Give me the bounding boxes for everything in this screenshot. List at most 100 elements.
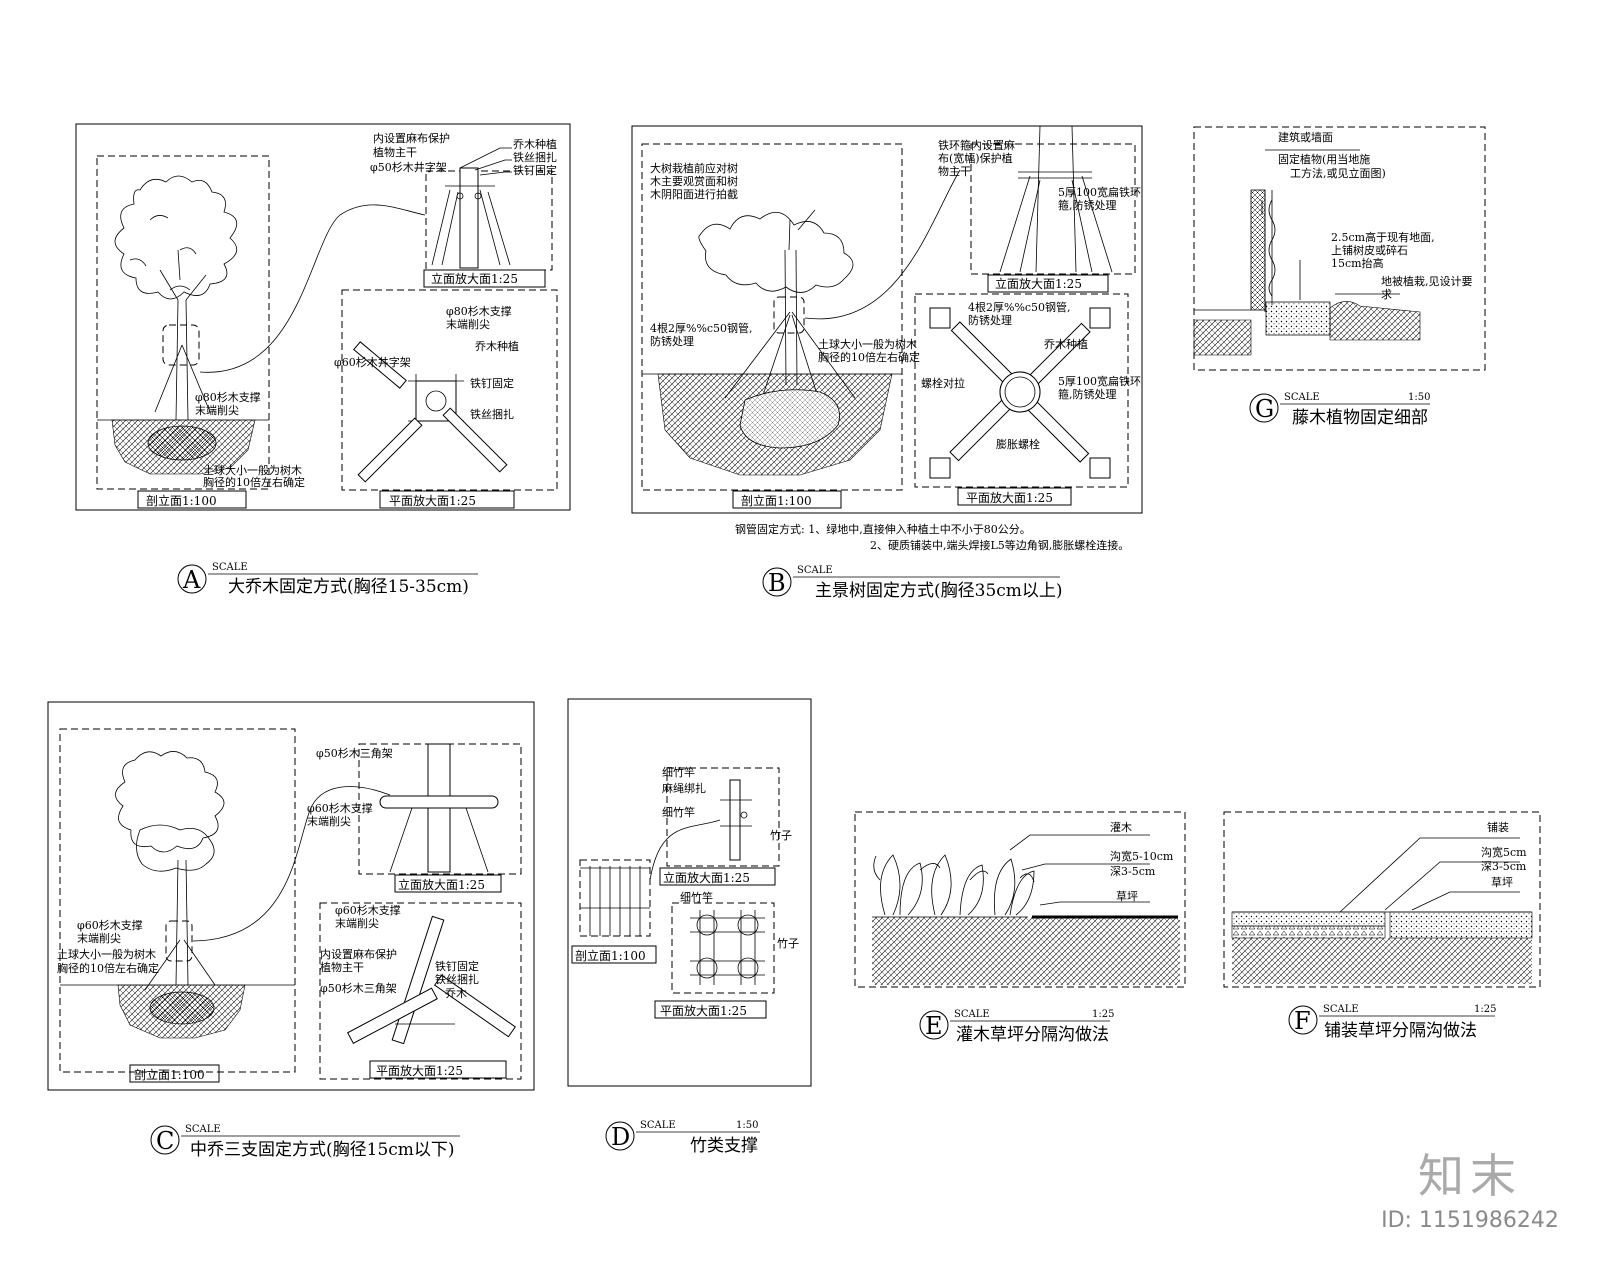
label-root-ball-2: 胸径的10倍左右确定 (57, 961, 159, 975)
label-bamboo: 竹子 (770, 828, 792, 842)
label-nail: 铁钉固定 (435, 959, 479, 973)
tree-canopy-icon (115, 751, 225, 872)
panel-f-title: F SCALE 1:25 铺装草坪分隔沟做法 (1288, 1004, 1496, 1041)
label-plan-support: φ80杉木支撑 (446, 304, 512, 318)
panel-c-section: φ60杉木支撑 末端削尖 土球大小一般为树木 胸径的10倍左右确定 剖立面1:1… (57, 728, 296, 1083)
detail-callout (773, 296, 805, 334)
panel-b-title: B SCALE 主景树固定方式(胸径35cm以上) (762, 565, 1063, 601)
scale-ratio: 1:25 (1474, 1004, 1496, 1015)
panel-b-plan: 4根2厚%%c50钢管, 防锈处理 乔木种植 螺栓对拉 5厚100宽扁铁环 箍,… (914, 293, 1141, 506)
label-pole: 细竹竿 (662, 765, 695, 779)
label-plan-pole: 细竹竿 (680, 890, 713, 904)
label-root-ball-2: 胸径的10倍左右确定 (203, 475, 305, 489)
label-pipe: 4根2厚%%c50钢管, (650, 321, 753, 335)
label-raise-3: 15cm抬高 (1331, 256, 1384, 270)
label-plan-nail: 铁钉固定 (470, 376, 514, 390)
label-fix: 固定植物(用当地施 (1278, 152, 1370, 166)
scale-word: SCALE (640, 1120, 676, 1131)
elevation-scale-label: 立面放大面1:25 (431, 271, 518, 286)
label-plan-hoop: 5厚100宽扁铁环 (1058, 374, 1141, 388)
brand-id: ID: 1151986242 (1381, 1208, 1559, 1233)
panel-a-elevation: 内设置麻布保护 植物主干 φ50杉木井字架 乔木种植 铁丝捆扎 铁钉固定 立面放… (370, 131, 557, 288)
section-scale-label: 剖立面1:100 (741, 493, 812, 508)
scale-ratio: 1:25 (1092, 1009, 1114, 1020)
panel-d-elevation: 细竹竿 麻绳绑扎 细竹竿 竹子 立面放大面1:25 (659, 765, 792, 886)
panel-g: 建筑或墙面 固定植物(用当地施 工方法,或见立面图) 2.5cm高于现有地面, … (1193, 126, 1486, 428)
panel-d-section: 剖立面1:100 (571, 859, 657, 964)
label-plan-tree: 乔木种植 (475, 339, 519, 353)
label-pole-2: 细竹竿 (662, 805, 695, 819)
section-scale-label: 剖立面1:100 (575, 948, 646, 963)
label-hoop-2: 箍,防锈处理 (1058, 198, 1117, 212)
label-support-tip: 末端削尖 (195, 403, 239, 417)
label-prune: 大树栽植前应对树 (650, 161, 738, 175)
panel-b: 大树栽植前应对树 木主要观赏面和树 木阴阳面进行拍截 4根2厚%%c50钢管, … (631, 125, 1143, 601)
label-support-elev-2: 末端削尖 (307, 814, 351, 828)
scale-word: SCALE (1323, 1004, 1359, 1015)
brand-watermark: 知末 ID: 1151986242 (1380, 1140, 1560, 1233)
panel-b-section: 大树栽植前应对树 木主要观赏面和树 木阴阳面进行拍截 4根2厚%%c50钢管, … (641, 143, 920, 509)
panel-letter: E (925, 1012, 943, 1040)
panel-a-title: A SCALE 大乔木固定方式(胸径15-35cm) (177, 562, 478, 597)
label-wall: 建筑或墙面 (1278, 130, 1333, 144)
panel-letter: G (1255, 395, 1274, 423)
label-ring-2: 布(宽幅)保护植 (938, 151, 1013, 165)
scale-word: SCALE (185, 1124, 221, 1135)
panel-a-section: φ80杉木支撑 末端削尖 土球大小一般为树木 胸径的10倍左右确定 剖立面1:1… (96, 155, 305, 509)
label-bolt: 螺栓对拉 (921, 376, 965, 390)
panel-c-title: C SCALE 中乔三支固定方式(胸径15cm以下) (150, 1124, 460, 1160)
label-depth: 深3-5cm (1110, 865, 1156, 878)
label-plan-support-2: 末端削尖 (335, 916, 379, 930)
label-paving: 铺装 (1487, 821, 1509, 834)
label-wire: 铁丝捆扎 (513, 150, 557, 164)
brand-logo: 知末 (1418, 1149, 1522, 1203)
scale-word: SCALE (954, 1009, 990, 1020)
leader-curve (192, 786, 391, 942)
section-scale-label: 剖立面1:100 (134, 1067, 205, 1082)
tree-trunk-icon (159, 249, 207, 421)
panel-f: 铺装 沟宽5cm 深3-5cm 草坪 F SCALE 1:25 铺装草坪分隔沟做… (1223, 811, 1541, 1041)
panel-b-elevation: 铁环箍内设置麻 布(宽幅)保护植 物主干 5厚100宽扁铁环 箍,防锈处理 立面… (938, 125, 1141, 293)
scale-ratio: 1:50 (1408, 392, 1430, 403)
label-burlap: 内设置麻布保护 (320, 947, 397, 961)
elevation-scale-label: 立面放大面1:25 (663, 870, 750, 885)
leader-curve (804, 169, 961, 320)
plan-scale-label: 平面放大面1:25 (966, 490, 1053, 505)
label-ring-3: 物主干 (938, 164, 971, 178)
label-plan-support-2: 末端削尖 (446, 317, 490, 331)
label-ground-2: 求 (1381, 288, 1392, 301)
panel-d-title: D SCALE 1:50 竹类支撑 (605, 1120, 760, 1156)
label-rope: 麻绳绑扎 (662, 781, 706, 795)
label-burlap-2: 植物主干 (373, 145, 417, 159)
label-prune-3: 木阴阳面进行拍截 (650, 187, 738, 201)
tree-trunk-icon (784, 209, 816, 386)
label-plan-tree: 乔木种植 (1044, 337, 1088, 351)
tree-canopy-icon (114, 175, 238, 300)
scale-ratio: 1:50 (736, 1120, 758, 1131)
panel-a-plan: φ80杉木支撑 末端削尖 φ60杉木井字架 乔木种植 铁钉固定 铁丝捆扎 平面放… (334, 289, 558, 509)
plan-scale-label: 平面放大面1:25 (660, 1003, 747, 1018)
label-plan-pipe: 4根2厚%%c50钢管, (968, 300, 1071, 314)
panel-title: 灌木草坪分隔沟做法 (956, 1025, 1109, 1045)
plan-scale-label: 平面放大面1:25 (376, 1063, 463, 1078)
label-width: 沟宽5-10cm (1110, 849, 1174, 863)
section-scale-label: 剖立面1:100 (146, 493, 217, 508)
label-support-elev: φ60杉木支撑 (307, 801, 373, 815)
label-root-ball: 土球大小一般为树木 (818, 337, 917, 351)
label-plan-support: φ60杉木支撑 (335, 903, 401, 917)
label-root-ball-2: 胸径的10倍左右确定 (818, 350, 920, 364)
panel-title: 主景树固定方式(胸径35cm以上) (815, 581, 1063, 601)
label-support-tip: 末端削尖 (77, 931, 121, 945)
footnote-2: 2、硬质铺装中,端头焊接L5等边角钢,膨胀螺栓连接。 (870, 538, 1129, 552)
label-plan-wire: 铁丝捆扎 (470, 407, 514, 421)
label-burlap: 内设置麻布保护 (373, 131, 450, 145)
panel-title: 铺装草坪分隔沟做法 (1324, 1021, 1477, 1041)
label-shrub: 灌木 (1110, 821, 1132, 834)
label-tree: 乔木 (445, 987, 467, 1000)
label-pipe-2: 防锈处理 (650, 334, 694, 348)
panel-title: 中乔三支固定方式(胸径15cm以下) (190, 1140, 455, 1160)
label-raise: 2.5cm高于现有地面, (1331, 230, 1435, 244)
panel-d: 剖立面1:100 细竹竿 麻绳绑扎 细竹竿 竹子 立面放大面1:25 细竹竿 竹… (567, 698, 812, 1156)
label-lawn: 草坪 (1491, 876, 1513, 889)
